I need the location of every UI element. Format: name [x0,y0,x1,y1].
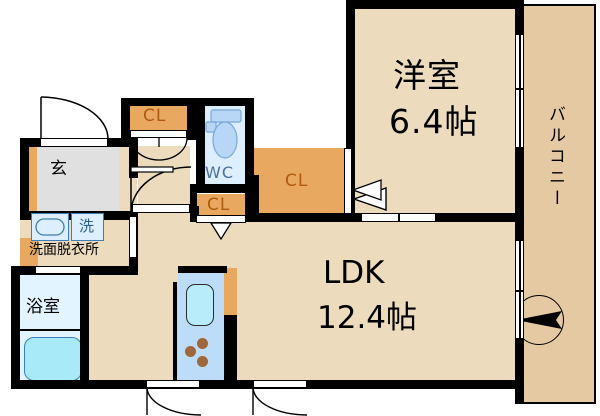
wall-closet-top-left [121,98,130,140]
ldk-name-label: LDK [323,255,385,291]
wall-bathroom-bottom [11,380,89,389]
washer-label: 洗 [79,217,95,235]
balcony-label: バルコニー [545,105,565,210]
toilet-icon [205,109,242,159]
wall-ldk-right-top [515,222,524,242]
sink-icon [35,218,65,236]
ldk-window-rail [519,240,521,340]
bathroom-door[interactable] [35,266,85,274]
bathroom-label: 浴室 [26,297,60,317]
closet-top-door-fold-icon [130,137,188,161]
closet-top-label: CL [143,106,167,126]
wc-label: WC [205,163,234,182]
wall-ldk-right-bottom [515,338,524,404]
wall-closet-top-right [187,98,196,140]
closet-top [130,105,187,130]
closet-large-door-direction-icon [352,179,382,201]
wall-kitchen-left [173,266,177,380]
wall-closet-mid-left [190,184,197,222]
wall-wc-left [196,98,205,184]
wall-kitchen-top [173,266,227,273]
wall-closet-large-left [250,175,259,222]
wall-kitchen-right [224,315,237,380]
kitchen-sink-icon [186,284,214,326]
balcony-outline-right [594,4,596,404]
closet-mid-label: CL [207,195,231,215]
ldk-bottom-window-right-swing [252,388,308,416]
stove-burner-1 [197,338,208,349]
wall-closet-mid-top [190,184,252,193]
front-door[interactable] [40,138,108,147]
wall-hall-top [129,138,138,178]
closet-large [258,148,348,214]
hall-ldk-door-swing [130,166,192,214]
wall-bedroom-top [346,0,524,9]
closet-large-label: CL [285,171,309,191]
closet-large-door[interactable] [344,148,352,214]
wall-bathroom-left [11,266,20,389]
bathtub-icon [24,337,82,381]
washroom-label: 洗面脱衣所 [29,242,99,258]
front-door-swing [40,96,109,140]
kitchen-side-cabinet [224,268,237,316]
ldk-size-label: 12.4帖 [317,300,418,336]
ldk-bottom-window-right[interactable] [253,380,307,388]
hall-area-lower [138,222,178,282]
wall-genkan-left [20,138,29,220]
bedroom-bottom-window-mullion [398,213,400,222]
wall-closet-mid-right [245,184,254,222]
bedroom-size-label: 6.4帖 [389,102,479,141]
wall-closet-large-bottom [250,213,348,222]
wall-closet-top-outer-top [121,98,249,106]
wall-bedroom-left [346,0,355,222]
wall-bedroom-right-lower [515,145,524,222]
genkan-area [33,146,119,211]
closet-mid-door-direction-icon [210,222,232,240]
wall-connector-wc-left [190,206,199,216]
closet-large-ext [250,148,260,176]
hall-ldk-door-panel[interactable] [132,204,190,213]
wall-genkan-top-left [20,138,40,147]
bedroom-sliding-door-rail [519,34,521,148]
genkan-label: 玄 [50,159,67,179]
wall-genkan-top-right [108,138,138,147]
ldk-bottom-window-left[interactable] [146,380,200,388]
washroom-door[interactable] [129,216,137,258]
compass-needle-icon [516,311,562,329]
washer-unit [71,213,104,241]
stove-burner-2 [185,346,196,357]
bathroom-tub-divider [20,329,87,331]
stove-burner-3 [197,356,208,367]
washroom-cabinet [20,238,38,268]
wall-bedroom-right-upper [515,0,524,36]
wall-bathroom-right [80,266,89,389]
balcony-outline-top [519,4,596,6]
bedroom-name-label: 洋室 [393,56,461,95]
closet-mid [196,194,246,217]
ldk-bottom-window-left-swing [146,388,202,416]
wall-wc-right [245,98,254,184]
balcony-outline-bottom [519,402,596,404]
